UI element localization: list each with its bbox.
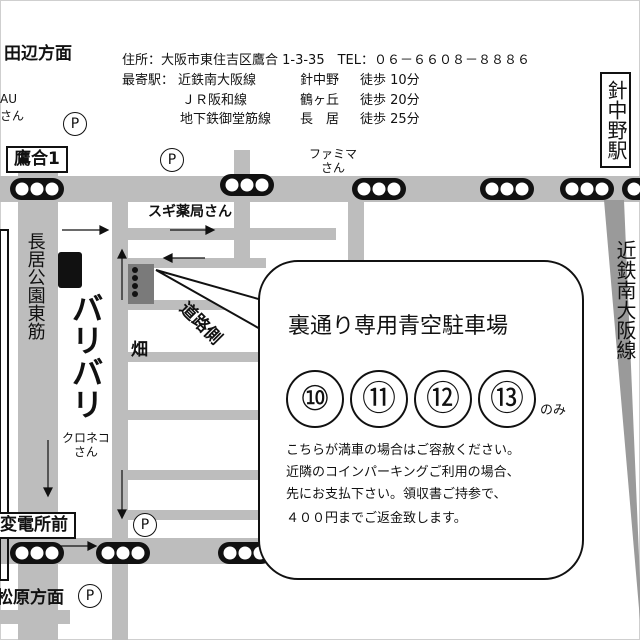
parking-icon-2: P (160, 148, 184, 172)
station-row-1-walk: 徒歩 10分 (360, 73, 420, 88)
parking-callout: 裏通り専用青空駐車場 ⑩ ⑪ ⑫ ⑬ のみ こちらが満車の場合はご容赦ください。… (258, 260, 584, 580)
traffic-light-icon (220, 174, 274, 196)
only-label: のみ (540, 403, 567, 418)
parking-number-10: ⑩ (286, 370, 344, 428)
parking-lot-marker (128, 264, 154, 304)
station-name-label: 針中野駅 (600, 72, 631, 168)
station-row-2-line: ＪＲ阪和線 (182, 93, 248, 108)
field-label: 畑 (131, 340, 148, 360)
station-row-2-name: 鶴ヶ丘 (300, 93, 340, 108)
note-line-2: 近隣のコインパーキングご利用の場合、 (286, 465, 520, 480)
callout-title: 裏通り専用青空駐車場 (288, 314, 509, 339)
traffic-light-icon (560, 178, 614, 200)
station-row-1-line: 近鉄南大阪線 (178, 73, 257, 88)
park-east-street-label: 長居公園東筋 (24, 232, 46, 340)
station-row-3-name: 長 居 (300, 112, 340, 127)
family-mart-label: ファミマ さん (309, 147, 358, 175)
au-suffix-label: さん (0, 109, 25, 123)
bariburi-label: バリバリ (66, 292, 105, 420)
substation-label: 変電所前 (0, 512, 76, 539)
parking-dots (132, 267, 138, 297)
au-label: AU (0, 92, 17, 106)
parking-number-12: ⑫ (414, 370, 472, 428)
parking-icon-1: P (63, 112, 87, 136)
traffic-arrows (43, 225, 216, 551)
railway-label: 近鉄南大阪線 (613, 240, 637, 360)
traffic-lights (10, 174, 640, 564)
sugi-label: スギ薬局さん (148, 204, 232, 220)
address-line: 住所：大阪市東住吉区鷹合 1-3-35 TEL：０６－６６０８－８８８６ (122, 53, 530, 68)
traffic-light-icon (480, 178, 534, 200)
traffic-light-icon (352, 178, 406, 200)
parking-number-11: ⑪ (350, 370, 408, 428)
note-line-4: ４００円までご返金致します。 (286, 511, 467, 526)
traffic-light-icon (622, 178, 640, 200)
note-line-1: こちらが満車の場合はご容赦ください。 (286, 443, 521, 458)
station-row-3-walk: 徒歩 25分 (360, 112, 420, 127)
station-header: 最寄駅： (122, 73, 175, 88)
parking-icon-3: P (133, 513, 157, 537)
parking-number-13: ⑬ (478, 370, 536, 428)
top-left-direction-label: 田辺方面 (4, 44, 72, 64)
intersection-label-takaai: 鷹合1 (6, 146, 68, 173)
parking-icon-4: P (78, 584, 102, 608)
station-row-2-walk: 徒歩 20分 (360, 93, 420, 108)
station-row-1-name: 針中野 (300, 73, 340, 88)
traffic-light-icon (10, 178, 64, 200)
note-line-3: 先にお支払下さい。領収書ご持参で、 (286, 487, 507, 502)
bottom-left-direction-label: 松原方面 (0, 588, 64, 608)
traffic-light-icon (10, 542, 64, 564)
kuroneko-label: クロネコ さん (62, 431, 110, 460)
bariburi-block (58, 252, 82, 288)
traffic-light-icon (96, 542, 150, 564)
station-row-3-line: 地下鉄御堂筋線 (180, 112, 272, 127)
railway-track (604, 200, 640, 620)
